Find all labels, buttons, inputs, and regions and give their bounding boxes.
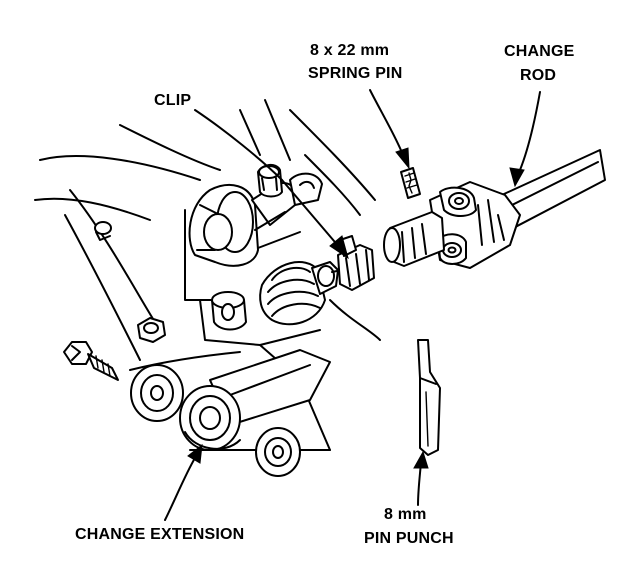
- change-extension-label: CHANGE EXTENSION: [75, 526, 245, 543]
- pin-punch-leader-arrow: [413, 450, 429, 506]
- change-extension: [63, 341, 331, 477]
- change-rod-leader-arrow: [509, 91, 541, 188]
- shift-shaft-housing: [188, 164, 323, 267]
- change-extension-leader-arrow: [164, 443, 203, 521]
- clip-label: CLIP: [154, 92, 192, 109]
- spring-pin-label-line1: 8 x 22 mm: [310, 42, 390, 59]
- pin-punch: [417, 339, 441, 456]
- spring-pin-label-line2: SPRING PIN: [308, 65, 403, 82]
- change-rod-label-line2: ROD: [520, 67, 557, 84]
- spring-pin: [400, 167, 421, 199]
- change-rod-label-line1: CHANGE: [504, 43, 575, 60]
- change-rod: [383, 149, 606, 269]
- pin-punch-label-line2: PIN PUNCH: [364, 530, 454, 547]
- spring-pin-leader-arrow: [369, 89, 410, 170]
- shift-shaft-joint: [337, 235, 375, 291]
- pin-punch-label-line1: 8 mm: [384, 506, 427, 523]
- clip-leader-arrow: [194, 109, 349, 260]
- shift-shaft-boot: [211, 261, 343, 331]
